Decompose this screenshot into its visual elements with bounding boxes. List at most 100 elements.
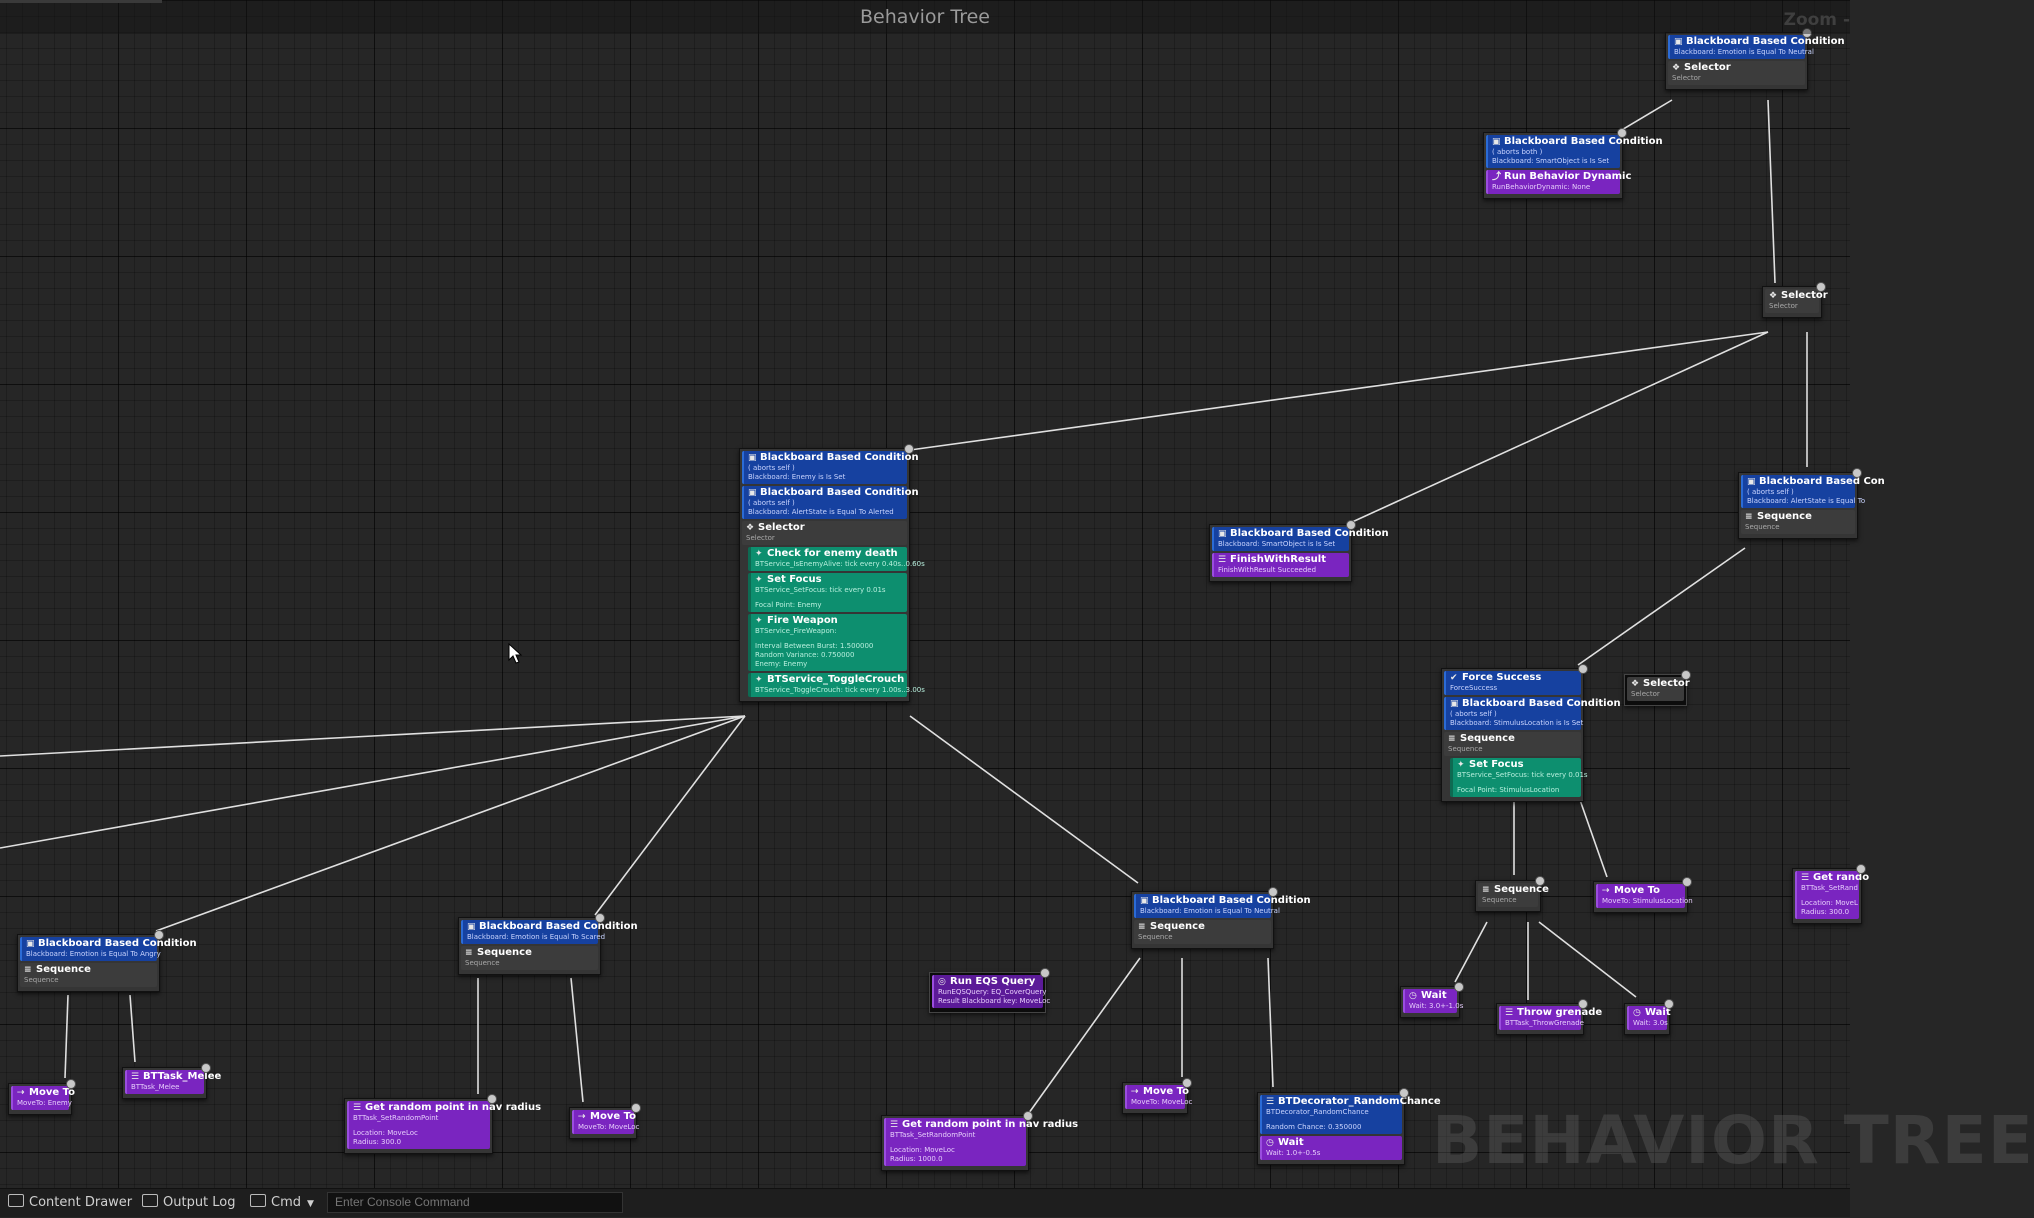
decorator-section[interactable]: ▣Blackboard Based Condition( aborts self… [742, 451, 919, 484]
output-pin[interactable] [1182, 1078, 1192, 1088]
output-pin[interactable] [1454, 982, 1464, 992]
node-alert-sequence[interactable]: ▣Blackboard Based Con( aborts self )Blac… [1738, 468, 1885, 539]
output-pin[interactable] [1856, 864, 1866, 874]
node-detail: Result Blackboard key: MoveLoc [938, 997, 1051, 1005]
output-pin[interactable] [1664, 999, 1674, 1009]
output-pin[interactable] [487, 1094, 497, 1104]
node-combat-selector[interactable]: ▣Blackboard Based Condition( aborts self… [739, 444, 925, 702]
output-pin[interactable] [1535, 876, 1545, 886]
content-drawer-button[interactable]: Content Drawer [8, 1189, 132, 1217]
output-pin[interactable] [1852, 468, 1862, 478]
decorator-section[interactable]: ▣Blackboard Based Condition( aborts self… [742, 486, 919, 519]
output-pin[interactable] [1681, 670, 1691, 680]
decorator-section[interactable]: ▣Blackboard Based Con( aborts self )Blac… [1741, 475, 1885, 508]
output-pin[interactable] [1578, 664, 1588, 674]
output-pin[interactable] [595, 913, 605, 923]
node-run-behavior-dynamic[interactable]: ▣Blackboard Based Condition( aborts both… [1483, 128, 1663, 199]
output-pin[interactable] [1682, 877, 1692, 887]
output-pin[interactable] [1578, 999, 1588, 1009]
decorator-section[interactable]: ▣Blackboard Based Condition( aborts both… [1486, 135, 1663, 168]
output-pin[interactable] [1617, 128, 1627, 138]
console-command-input[interactable] [327, 1192, 623, 1213]
output-pin[interactable] [154, 930, 164, 940]
node-title: Selector [1684, 62, 1731, 73]
output-pin[interactable] [66, 1079, 76, 1089]
output-pin[interactable] [1399, 1088, 1409, 1098]
output-pin[interactable] [1816, 282, 1826, 292]
output-log-button[interactable]: Output Log [142, 1189, 236, 1217]
output-pin[interactable] [904, 444, 914, 454]
output-pin[interactable] [631, 1103, 641, 1113]
decorator-section[interactable]: ▣Blackboard Based Condition( aborts self… [1444, 697, 1621, 730]
output-pin[interactable] [1023, 1111, 1033, 1121]
output-pin[interactable] [1268, 887, 1278, 897]
output-pin[interactable] [201, 1063, 211, 1073]
output-pin[interactable] [1040, 968, 1050, 978]
node-detail: Interval Between Burst: 1.500000 [755, 642, 874, 650]
output-pin[interactable] [1346, 520, 1356, 530]
output-pin[interactable] [1802, 28, 1812, 38]
cmd-dropdown[interactable]: Cmd▼ [250, 1189, 314, 1217]
